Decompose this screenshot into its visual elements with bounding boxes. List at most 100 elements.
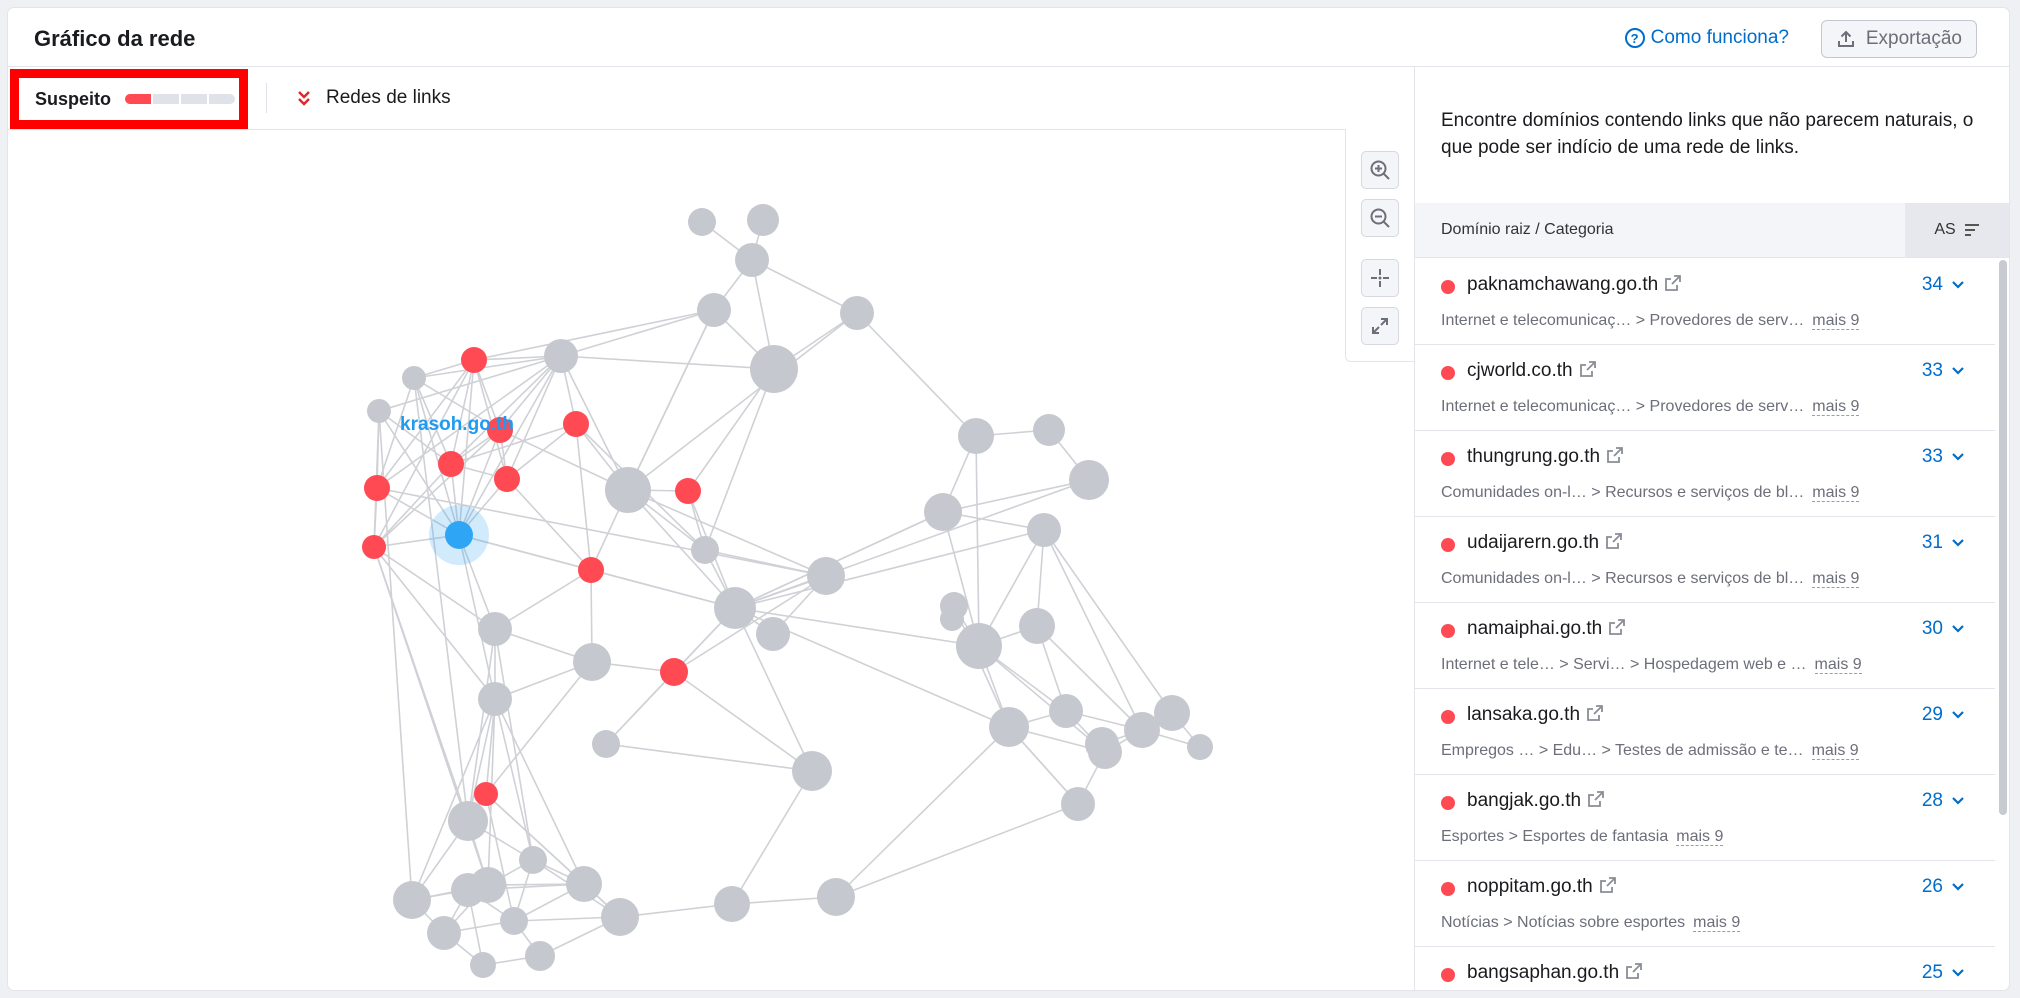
- domain-node[interactable]: [519, 846, 547, 874]
- domain-link[interactable]: bangjak.go.th: [1467, 790, 1605, 812]
- suspicious-domain-node[interactable]: [362, 535, 386, 559]
- domain-node[interactable]: [1085, 727, 1119, 761]
- suspect-filter[interactable]: Suspeito: [10, 69, 248, 129]
- domain-link[interactable]: thungrung.go.th: [1467, 446, 1624, 468]
- external-link-icon[interactable]: [1608, 618, 1626, 636]
- more-categories-link[interactable]: mais 9: [1693, 914, 1741, 932]
- network-graph[interactable]: krasoh.go.th: [8, 130, 1413, 990]
- authority-score[interactable]: 25: [1922, 962, 1965, 984]
- external-link-icon[interactable]: [1664, 274, 1682, 292]
- more-categories-link[interactable]: mais 9: [1811, 742, 1859, 760]
- external-link-icon[interactable]: [1605, 532, 1623, 550]
- domain-node[interactable]: [1154, 695, 1190, 731]
- domain-link[interactable]: noppitam.go.th: [1467, 876, 1617, 898]
- domain-node[interactable]: [451, 873, 485, 907]
- domain-link[interactable]: udaijarern.go.th: [1467, 532, 1623, 554]
- suspicious-domain-node[interactable]: [438, 451, 464, 477]
- domain-node[interactable]: [1033, 414, 1065, 446]
- external-link-icon[interactable]: [1625, 962, 1643, 980]
- domain-node[interactable]: [1069, 460, 1109, 500]
- suspicious-domain-node[interactable]: [563, 411, 589, 437]
- domain-link[interactable]: paknamchawang.go.th: [1467, 274, 1682, 296]
- external-link-icon[interactable]: [1579, 360, 1597, 378]
- domain-node[interactable]: [956, 623, 1002, 669]
- domain-node[interactable]: [756, 617, 790, 651]
- zoom-out-button[interactable]: [1361, 199, 1399, 237]
- more-categories-link[interactable]: mais 9: [1814, 656, 1862, 674]
- domain-node[interactable]: [1027, 513, 1061, 547]
- domain-node[interactable]: [989, 707, 1029, 747]
- more-categories-link[interactable]: mais 9: [1676, 828, 1724, 846]
- center-graph-button[interactable]: [1361, 259, 1399, 297]
- domain-node[interactable]: [566, 866, 602, 902]
- domain-node[interactable]: [940, 592, 968, 620]
- suspicious-domain-node[interactable]: [487, 417, 513, 443]
- domain-node[interactable]: [688, 208, 716, 236]
- export-button[interactable]: Exportação: [1820, 20, 1977, 58]
- authority-score[interactable]: 34: [1922, 274, 1965, 296]
- highlighted-domain-node[interactable]: [445, 521, 473, 549]
- authority-score[interactable]: 30: [1922, 618, 1965, 640]
- domain-node[interactable]: [747, 204, 779, 236]
- suspicious-domain-node[interactable]: [660, 658, 688, 686]
- suspicious-domain-node[interactable]: [578, 557, 604, 583]
- domain-node[interactable]: [807, 557, 845, 595]
- domain-node[interactable]: [367, 399, 391, 423]
- external-link-icon[interactable]: [1586, 704, 1604, 722]
- list-scrollbar[interactable]: [1999, 260, 2007, 815]
- domain-node[interactable]: [1049, 694, 1083, 728]
- domain-node[interactable]: [470, 952, 496, 978]
- suspicious-domain-node[interactable]: [364, 475, 390, 501]
- external-link-icon[interactable]: [1606, 446, 1624, 464]
- domain-node[interactable]: [924, 493, 962, 531]
- how-it-works-link[interactable]: ? Como funciona?: [1624, 27, 1789, 49]
- domain-node[interactable]: [393, 881, 431, 919]
- fullscreen-button[interactable]: [1361, 307, 1399, 345]
- more-categories-link[interactable]: mais 9: [1812, 398, 1860, 416]
- domain-node[interactable]: [1061, 787, 1095, 821]
- link-networks-toggle[interactable]: Redes de links: [296, 67, 451, 129]
- authority-score[interactable]: 28: [1922, 790, 1965, 812]
- domain-node[interactable]: [402, 366, 426, 390]
- domain-row[interactable]: bangsaphan.go.th 25: [1415, 946, 1995, 990]
- suspicious-domain-node[interactable]: [675, 478, 701, 504]
- domain-node[interactable]: [691, 536, 719, 564]
- domain-node[interactable]: [1187, 734, 1213, 760]
- domain-node[interactable]: [817, 878, 855, 916]
- domain-link[interactable]: bangsaphan.go.th: [1467, 962, 1643, 984]
- domain-node[interactable]: [792, 751, 832, 791]
- more-categories-link[interactable]: mais 9: [1812, 312, 1860, 330]
- more-categories-link[interactable]: mais 9: [1812, 570, 1860, 588]
- domain-node[interactable]: [750, 345, 798, 393]
- domain-link[interactable]: cjworld.co.th: [1467, 360, 1597, 382]
- domain-node[interactable]: [478, 682, 512, 716]
- more-categories-link[interactable]: mais 9: [1812, 484, 1860, 502]
- domain-link[interactable]: lansaka.go.th: [1467, 704, 1604, 726]
- domain-node[interactable]: [427, 916, 461, 950]
- domain-node[interactable]: [840, 296, 874, 330]
- zoom-in-button[interactable]: [1361, 151, 1399, 189]
- external-link-icon[interactable]: [1599, 876, 1617, 894]
- domain-node[interactable]: [592, 730, 620, 758]
- suspicious-domain-node[interactable]: [474, 782, 498, 806]
- domain-node[interactable]: [525, 941, 555, 971]
- domain-node[interactable]: [714, 587, 756, 629]
- authority-score[interactable]: 33: [1922, 360, 1965, 382]
- external-link-icon[interactable]: [1587, 790, 1605, 808]
- network-graph-svg[interactable]: krasoh.go.th: [8, 130, 1413, 990]
- domain-node[interactable]: [697, 293, 731, 327]
- suspicious-domain-node[interactable]: [461, 347, 487, 373]
- domain-node[interactable]: [735, 243, 769, 277]
- domain-node[interactable]: [478, 612, 512, 646]
- column-as-sort[interactable]: AS: [1905, 203, 2009, 257]
- authority-score[interactable]: 33: [1922, 446, 1965, 468]
- suspicious-domain-node[interactable]: [494, 466, 520, 492]
- domain-node[interactable]: [573, 643, 611, 681]
- domain-node[interactable]: [448, 801, 488, 841]
